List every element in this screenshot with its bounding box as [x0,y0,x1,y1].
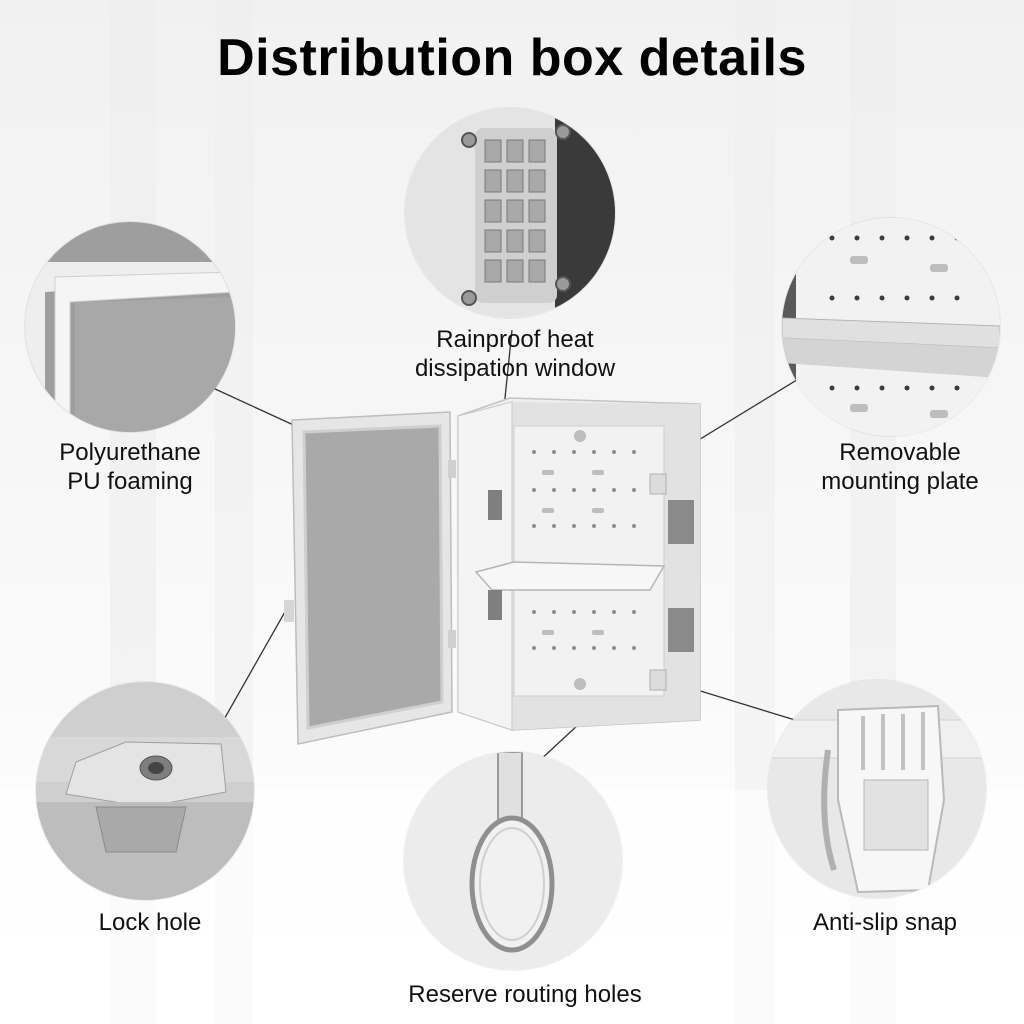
label-mounting-plate: Removable mounting plate [821,439,979,495]
mounting-plate-closeup [782,218,1000,436]
label-lock-hole: Lock hole [98,909,202,936]
label-routing-holes: Reserve routing holes [408,981,642,1008]
label-anti-slip-snap: Anti-slip snap [812,909,958,936]
routing-holes-closeup [404,752,622,970]
distribution-box-image [284,397,701,745]
page-title: Distribution box details [217,29,807,87]
label-pu-foaming: Polyurethane PU foaming [59,439,201,495]
label-heat-window: Rainproof heat dissipation window [414,326,616,382]
lock-hole-closeup [36,682,254,900]
pu-foaming-closeup [25,222,235,432]
vent-grille-icon [405,108,615,318]
anti-slip-snap-closeup [768,680,986,898]
heat-window-closeup [405,108,615,318]
